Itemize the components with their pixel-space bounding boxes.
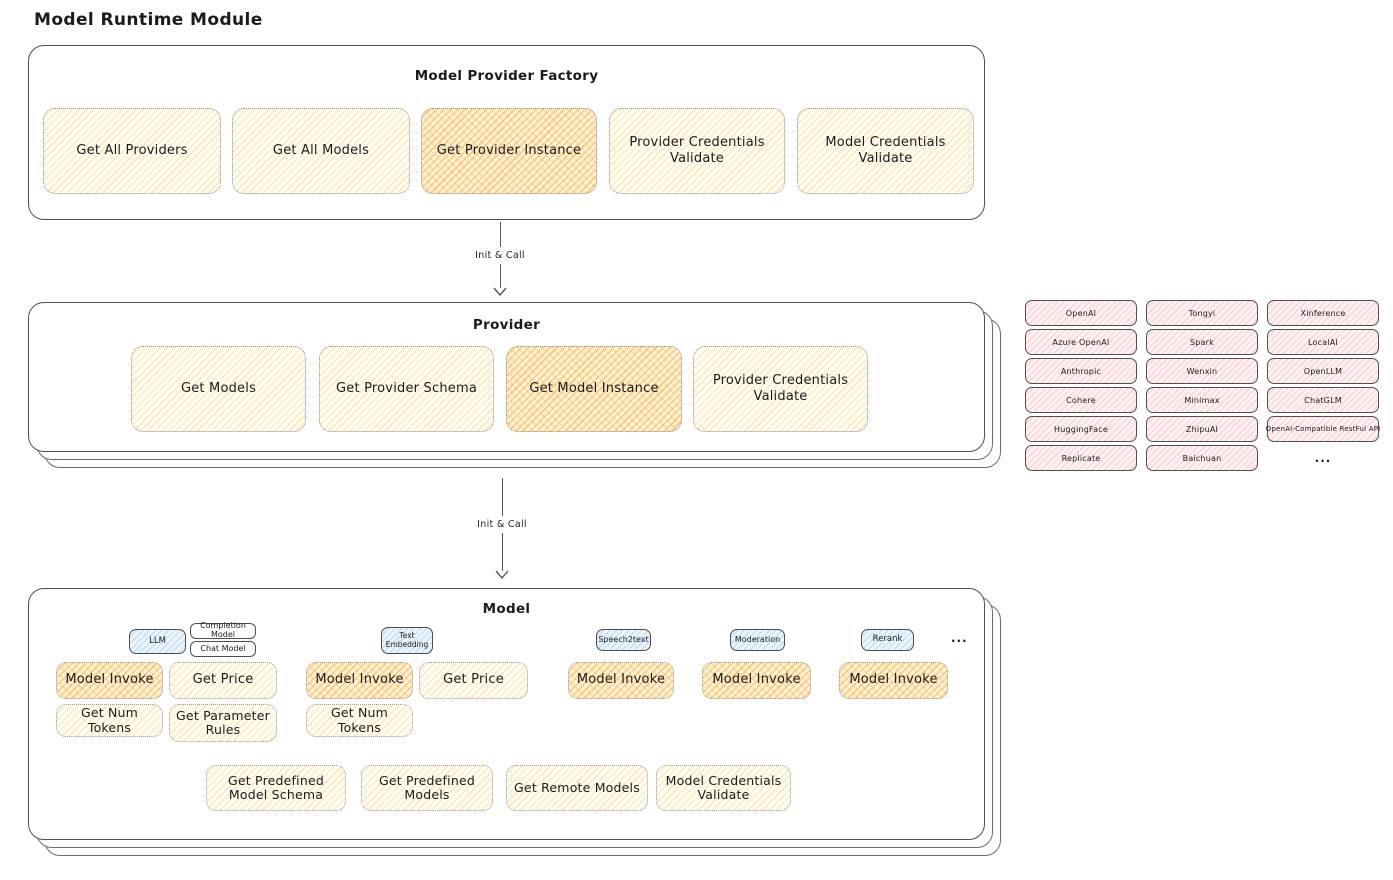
provider-title: Provider (472, 317, 541, 333)
factory-panel-box: Model Provider Factory Get All Providers… (28, 45, 985, 220)
arrow-label: Init & Call (477, 519, 527, 530)
arrow-line (501, 478, 503, 516)
provider-pill-anthropic: Anthropic (1025, 358, 1137, 384)
provider-pill-spark: Spark (1146, 329, 1258, 355)
tab-rerank: Rerank (861, 629, 914, 651)
arrow-down-icon (493, 287, 507, 296)
arrow-provider-to-model: Init & Call (467, 478, 537, 579)
tab-completion-model: Completion Model (190, 621, 256, 639)
provider-panel: Provider Get Models Get Provider Schema … (28, 302, 1001, 468)
factory-panel: Model Provider Factory Get All Providers… (28, 45, 985, 220)
node-rerank-model-invoke: Model Invoke (839, 662, 948, 699)
provider-list-ellipsis: ... (1314, 451, 1332, 465)
provider-pill-chatglm: ChatGLM (1267, 387, 1379, 413)
node-llm-get-parameter-rules: Get Parameter Rules (169, 704, 277, 742)
node-provider-credentials-validate: Provider Credentials Validate (609, 108, 785, 194)
node-get-remote-models: Get Remote Models (506, 765, 648, 811)
model-panel-box: Model LLM Completion Model Chat Model Te… (28, 588, 985, 840)
tab-moderation: Moderation (730, 629, 785, 651)
provider-pill-cohere: Cohere (1025, 387, 1137, 413)
tab-speech2text: Speech2text (596, 629, 651, 651)
provider-pill-azure-openai: Azure OpenAI (1025, 329, 1137, 355)
node-speech2text-model-invoke: Model Invoke (568, 662, 674, 699)
node-embedding-model-invoke: Model Invoke (306, 662, 413, 699)
tabs-ellipsis: ... (951, 631, 968, 645)
tab-llm: LLM (129, 629, 186, 654)
node-moderation-model-invoke: Model Invoke (702, 662, 811, 699)
provider-pill-localai: LocalAI (1267, 329, 1379, 355)
arrow-line (501, 533, 503, 571)
node-get-all-providers: Get All Providers (43, 108, 221, 194)
factory-title: Model Provider Factory (414, 68, 599, 84)
provider-pill-baichuan: Baichuan (1146, 445, 1258, 471)
provider-pill-xinference: Xinference (1267, 300, 1379, 326)
node-model-credentials-validate: Model Credentials Validate (797, 108, 974, 194)
provider-pill-openai-compatible: OpenAI-Compatible RestFul API (1266, 416, 1380, 442)
arrow-label: Init & Call (475, 249, 525, 261)
node-get-predefined-model-schema: Get Predefined Model Schema (206, 765, 346, 811)
provider-pill-tongyi: Tongyi (1146, 300, 1258, 326)
provider-pill-openllm: OpenLLM (1267, 358, 1379, 384)
provider-pill-openai: OpenAI (1025, 300, 1137, 326)
provider-panel-box: Provider Get Models Get Provider Schema … (28, 302, 985, 452)
node-get-provider-instance: Get Provider Instance (421, 108, 597, 194)
arrow-line (499, 263, 501, 288)
model-panel: Model LLM Completion Model Chat Model Te… (28, 588, 1001, 856)
provider-list-grid: OpenAI Tongyi Xinference Azure OpenAI Sp… (1025, 300, 1380, 471)
provider-pill-wenxin: Wenxin (1146, 358, 1258, 384)
provider-pill-minimax: Minimax (1146, 387, 1258, 413)
tab-text-embedding: Text Embedding (381, 627, 433, 654)
arrow-line (499, 222, 501, 247)
node-llm-get-price: Get Price (169, 662, 277, 699)
node-llm-get-num-tokens: Get Num Tokens (56, 704, 163, 737)
node-get-provider-schema: Get Provider Schema (319, 346, 494, 432)
node-provider-credentials-validate-2: Provider Credentials Validate (693, 346, 868, 432)
node-get-predefined-models: Get Predefined Models (361, 765, 493, 811)
arrow-down-icon (495, 570, 509, 579)
provider-pill-replicate: Replicate (1025, 445, 1137, 471)
model-title: Model (482, 601, 531, 617)
tab-chat-model: Chat Model (190, 641, 256, 657)
node-embedding-get-price: Get Price (419, 662, 528, 699)
node-llm-model-invoke: Model Invoke (56, 662, 163, 699)
provider-pill-zhipuai: ZhipuAI (1146, 416, 1258, 442)
node-get-all-models: Get All Models (232, 108, 410, 194)
provider-pill-huggingface: HuggingFace (1025, 416, 1137, 442)
page-title: Model Runtime Module (34, 10, 263, 30)
node-embedding-get-num-tokens: Get Num Tokens (306, 704, 413, 737)
arrow-factory-to-provider: Init & Call (465, 222, 535, 296)
node-get-models: Get Models (131, 346, 306, 432)
node-get-model-instance: Get Model Instance (506, 346, 682, 432)
node-model-credentials-validate-2: Model Credentials Validate (656, 765, 791, 811)
